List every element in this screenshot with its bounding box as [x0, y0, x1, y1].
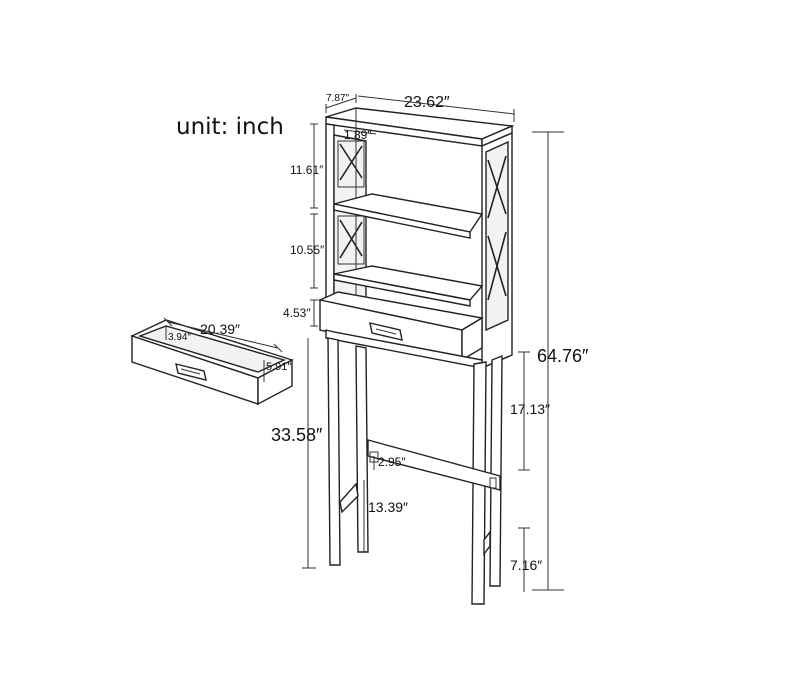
drawer-detail-drawing [130, 319, 294, 406]
drawer-depth-dimension: 3.94″ [168, 332, 191, 343]
top-gap-dimension: 1.89″ [344, 128, 372, 142]
drawer-side-dimension: 5.91″ [266, 361, 291, 373]
foot-height-dimension: 7.16″ [510, 557, 542, 573]
bar-height-dimension: 2.95″ [378, 455, 406, 469]
drawer-height-dimension: 4.53″ [283, 306, 311, 320]
leg-height-dimension: 33.58″ [271, 425, 323, 445]
shelf-2-dimension: 10.55″ [290, 243, 325, 257]
unit-label: unit: inch [176, 114, 284, 140]
shelf-1-dimension: 11.61″ [290, 163, 324, 177]
drawer-width-dimension: 20.39″ [200, 321, 240, 337]
depth-dimension: 7.87″ [326, 93, 349, 104]
lower-clearance-dimension: 13.39″ [368, 499, 408, 515]
width-dimension: 23.62″ [404, 94, 450, 111]
total-height-dimension: 64.76″ [537, 346, 589, 366]
dimension-lines [163, 94, 564, 592]
shelf-unit-drawing [317, 107, 515, 605]
upper-clearance-dimension: 17.13″ [510, 401, 550, 417]
